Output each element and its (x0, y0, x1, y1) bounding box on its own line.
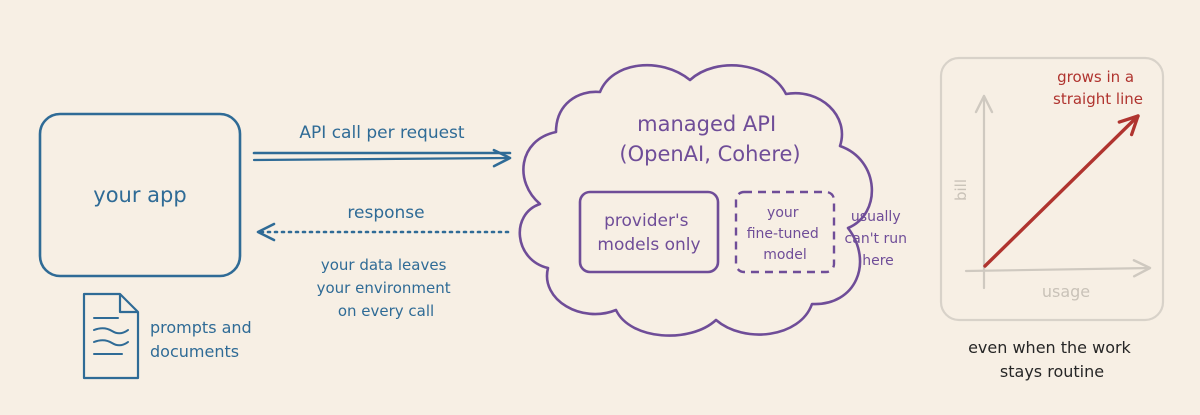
chart-caption: even when the work stays routine (968, 338, 1136, 381)
cloud-title: managed API (OpenAI, Cohere) (619, 112, 800, 166)
x-axis (964, 259, 1152, 278)
document-caption-line-1: prompts and (150, 318, 252, 337)
provider-models-line-1: provider's (604, 211, 689, 231)
response-note-line-2: your environment (317, 279, 451, 297)
finetuned-model-line-1: your (767, 205, 799, 221)
chart-frame (939, 56, 1165, 322)
finetuned-model-line-2: fine-tuned (747, 226, 819, 242)
cloud-title-line-2: (OpenAI, Cohere) (619, 142, 800, 166)
request-arrow-label: API call per request (299, 123, 465, 143)
growth-line (983, 114, 1140, 268)
app-label: your app (93, 183, 186, 207)
cost-chart: bill usage grows in a straight line even… (939, 56, 1165, 381)
response-note-line-1: your data leaves (321, 256, 447, 274)
finetuned-model-line-3: model (763, 247, 807, 263)
y-axis-label: bill (952, 179, 970, 201)
request-arrow: API call per request (252, 123, 512, 168)
finetuned-model-label: your fine-tuned model (747, 205, 824, 263)
finetuned-note-line-3: here (862, 253, 894, 269)
document-caption: prompts and documents (150, 318, 257, 361)
response-arrow: response your data leaves your environme… (256, 203, 510, 320)
response-note-line-3: on every call (338, 302, 434, 320)
app-node: your app (38, 112, 242, 278)
finetuned-note-line-1: usually (851, 209, 901, 225)
growth-annotation-line-1: grows in a (1057, 68, 1134, 86)
x-axis-label: usage (1042, 282, 1090, 301)
response-note: your data leaves your environment on eve… (317, 256, 456, 320)
app-box (38, 112, 242, 278)
growth-annotation: grows in a straight line (1053, 68, 1143, 108)
provider-models-box (578, 190, 720, 274)
managed-api-cloud: managed API (OpenAI, Cohere) provider's … (518, 64, 912, 337)
provider-models-label: provider's models only (597, 211, 700, 255)
provider-models-line-2: models only (597, 235, 700, 255)
growth-annotation-line-2: straight line (1053, 90, 1143, 108)
document-icon (82, 292, 140, 380)
finetuned-model-box (734, 190, 836, 274)
response-arrow-label: response (347, 203, 424, 223)
document-caption-line-2: documents (150, 342, 239, 361)
finetuned-note-line-2: can't run (845, 231, 907, 247)
finetuned-note: usually can't run here (845, 209, 912, 269)
cloud-outline (518, 64, 874, 337)
cloud-title-line-1: managed API (637, 112, 776, 136)
chart-caption-line-1: even when the work (968, 338, 1131, 357)
chart-caption-line-2: stays routine (1000, 362, 1104, 381)
